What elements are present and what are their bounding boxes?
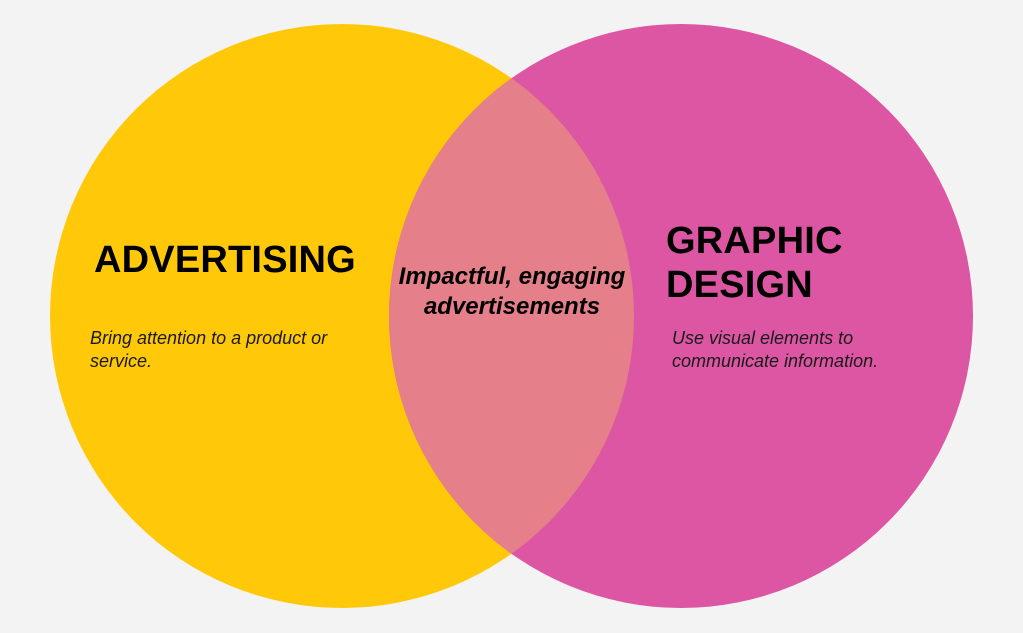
advertising-title: ADVERTISING — [94, 239, 356, 281]
graphic-design-title: GRAPHIC DESIGN — [666, 220, 843, 306]
intersection-label: Impactful, engaging advertisements — [398, 263, 626, 320]
intersection-region — [389, 24, 634, 608]
advertising-description: Bring attention to a product or service. — [90, 328, 328, 371]
graphic-design-description: Use visual elements to communicate infor… — [672, 328, 879, 371]
